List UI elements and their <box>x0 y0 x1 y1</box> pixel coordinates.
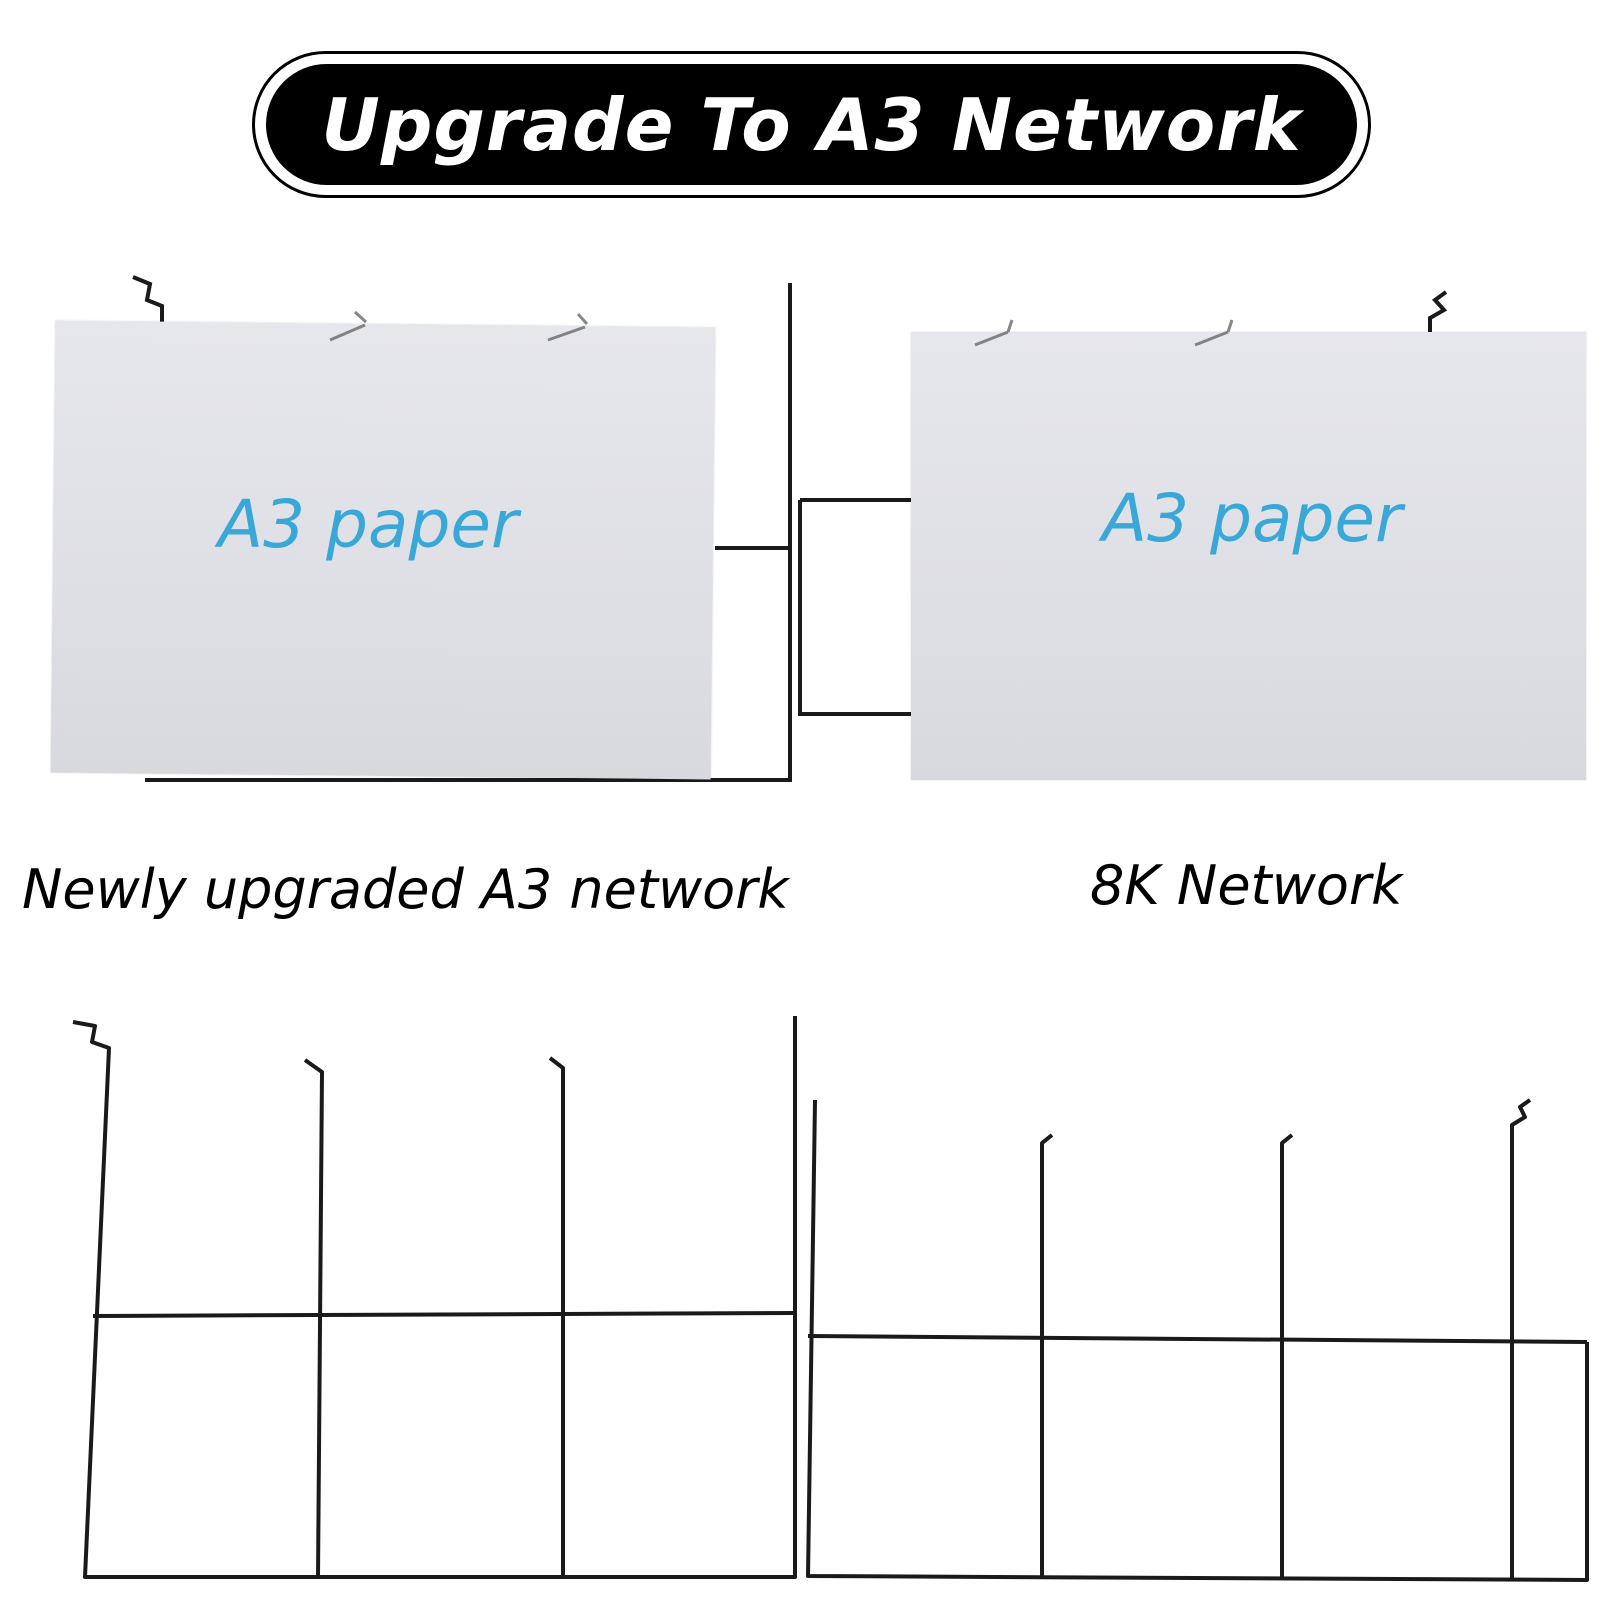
left-caption: Newly upgraded A3 network <box>22 858 789 921</box>
banner-title: Upgrade To A3 Network <box>321 82 1302 167</box>
right-top-wire-frame <box>798 290 1448 716</box>
right-bottom-wire-frame <box>806 1098 1589 1582</box>
left-bottom-wire-frame <box>72 1016 797 1579</box>
right-caption: 8K Network <box>1090 854 1403 917</box>
left-top-wire-frame <box>132 275 792 782</box>
hook-shadow <box>329 323 366 342</box>
right-paper-label: A3 paper <box>1102 480 1403 557</box>
title-banner: Upgrade To A3 Network <box>252 51 1371 198</box>
title-banner-fill: Upgrade To A3 Network <box>266 64 1357 185</box>
right-a3-paper <box>911 332 1586 780</box>
left-paper-label: A3 paper <box>218 486 519 563</box>
